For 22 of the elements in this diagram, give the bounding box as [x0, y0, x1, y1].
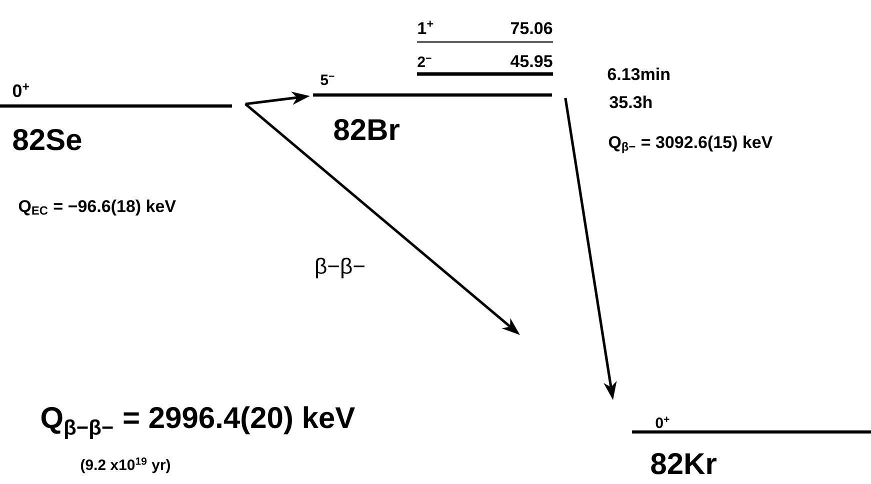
energy-level	[632, 416, 871, 474]
spin-label: 2$^{−}$	[418, 56, 432, 67]
spin-label: 5$^{−}$	[320, 74, 334, 86]
half-life-label: 6.13min	[608, 68, 670, 80]
half-life-label: 35.3h	[610, 96, 652, 108]
nuclide-label: 82Se	[13, 129, 82, 150]
energy-label: 75.06	[511, 22, 552, 34]
energy-level	[313, 74, 552, 140]
q-value-label: Q$_{β−β−}$ = 2996.4(20) keV	[41, 406, 355, 439]
energy-level	[417, 55, 553, 76]
energy-level	[0, 83, 232, 150]
energy-level	[417, 20, 553, 43]
spin-label: 0$^{+}$	[656, 416, 670, 428]
q-value-label: Q$_{EC}$ = −96.6(18) keV	[18, 200, 176, 216]
edge-label: β−β−	[314, 256, 366, 280]
nuclide-label: 82Kr	[651, 453, 716, 474]
energy-label: 45.95	[510, 55, 552, 68]
nuclide-label: 82Br	[334, 119, 400, 140]
half-life-label: (9.2 x10$^{19}$ yr)	[80, 457, 170, 474]
spin-label: 1$^{+}$	[418, 20, 434, 34]
spin-label: 0$^{+}$	[12, 83, 30, 98]
q-value-label: Q$_{β−}$ = 3092.6(15) keV	[608, 136, 773, 154]
